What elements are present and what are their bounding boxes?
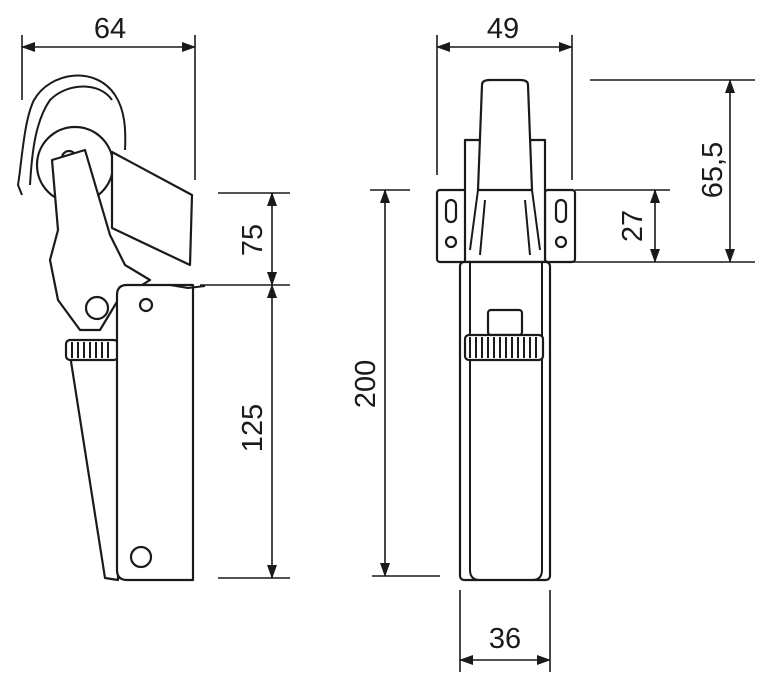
dim-label-overall-height: 200 [350, 360, 382, 408]
roller-hood [17, 74, 127, 196]
roller-hood-front [476, 78, 534, 192]
housing-clip [169, 284, 206, 289]
knurl-lines [71, 342, 109, 358]
pivot-pin [84, 295, 110, 321]
roller-hood-inner [29, 85, 113, 186]
housing-body [115, 283, 195, 582]
side-view [17, 74, 206, 582]
dim-label-body-width: 36 [489, 623, 521, 655]
front-view-dimensions: 49 65,5 27 200 36 [350, 13, 755, 672]
knurl-lines-front [469, 337, 537, 358]
housing-hole-top [138, 297, 154, 313]
tapered-leg [68, 343, 120, 582]
side-view-dimensions: 64 75 125 [21, 13, 290, 579]
housing-inner [469, 262, 543, 581]
bracket-slot-right [554, 198, 568, 224]
front-view [435, 78, 577, 582]
dim-label-lower-height: 125 [237, 404, 269, 452]
spindle [486, 308, 524, 337]
dim-label-top-height: 65,5 [697, 142, 729, 198]
knurled-nut [64, 338, 120, 362]
dim-label-bracket-height: 27 [617, 210, 649, 242]
mechanism-arms [469, 189, 541, 256]
stop-plate [110, 150, 194, 267]
bracket-hole-left [444, 235, 458, 249]
dim-label-side-width: 64 [94, 13, 126, 45]
dim-label-upper-height: 75 [237, 224, 269, 256]
bracket-slot-left [444, 198, 458, 224]
housing-hole-bottom [129, 545, 153, 569]
bracket-hole-right [554, 235, 568, 249]
dim-label-front-width: 49 [487, 13, 519, 45]
